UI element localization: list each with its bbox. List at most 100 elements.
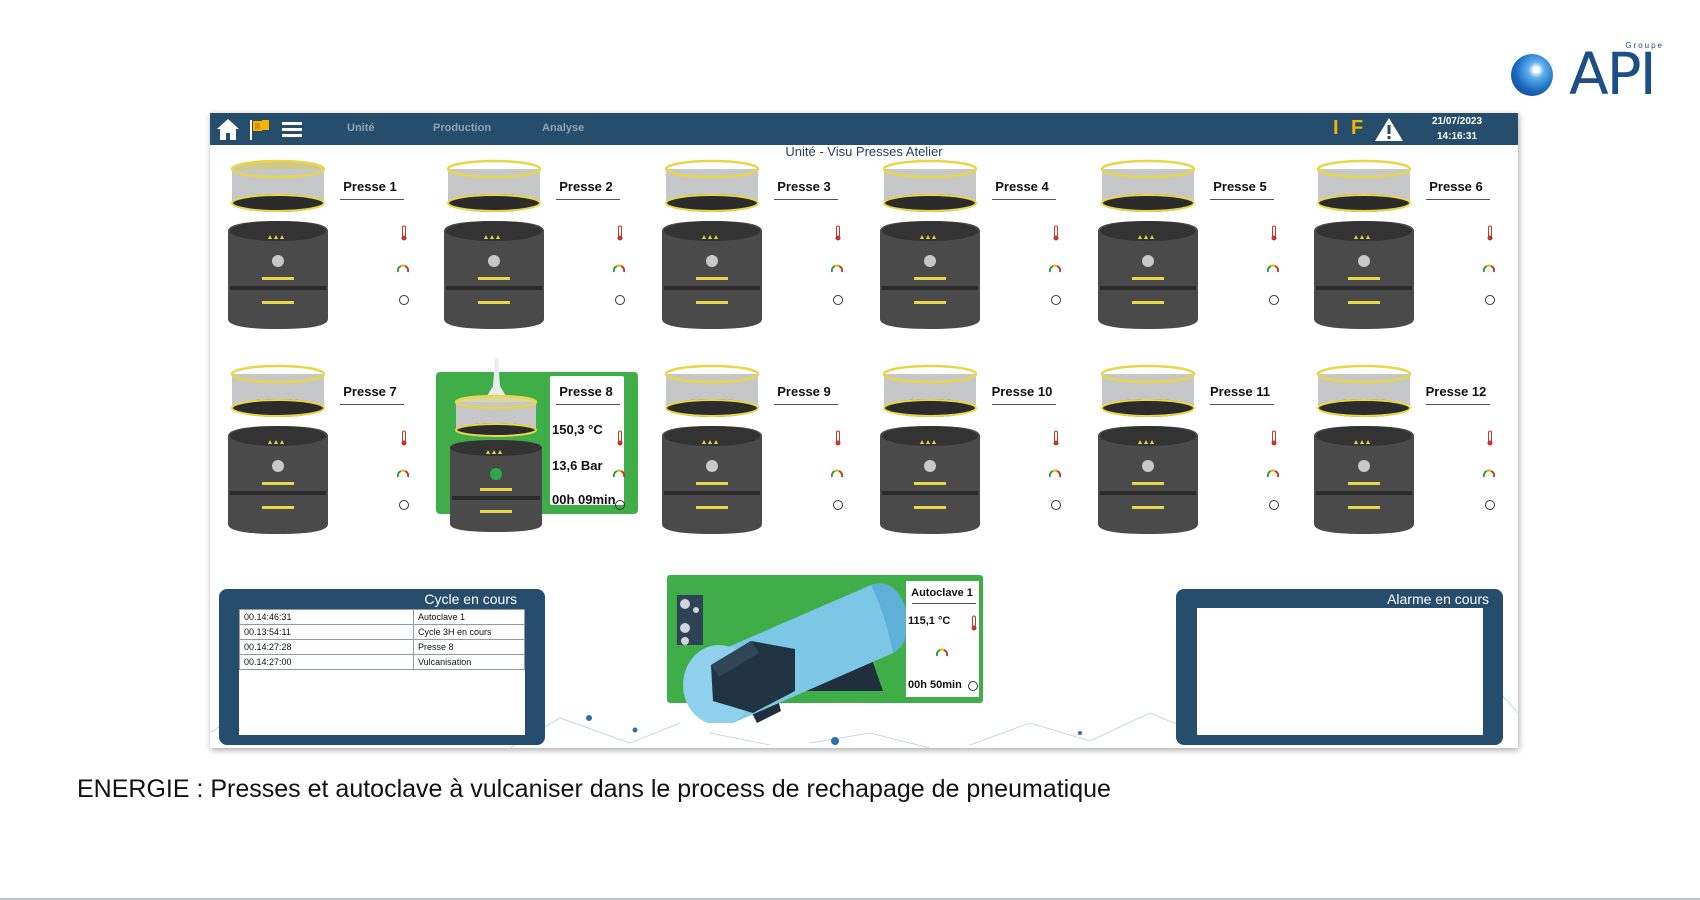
alarm-panel-title: Alarme en cours (1387, 591, 1489, 607)
press-info-panel: Presse 6 (1420, 171, 1495, 305)
press-tile-8[interactable]: Presse 8 150,3 °C 13,6 Bar 00h 09min (426, 356, 638, 546)
press-name: Presse 12 (1425, 384, 1487, 399)
press-machine-icon (1098, 159, 1198, 329)
press-info-panel: Presse 5 (1204, 171, 1279, 305)
gauge-icon (613, 264, 625, 273)
clock-icon (399, 500, 409, 510)
datetime-display: 21/07/2023 14:16:31 (1418, 114, 1496, 144)
press-tile-6[interactable]: Presse 6 (1296, 151, 1501, 341)
cycle-panel-title: Cycle en cours (424, 591, 517, 607)
press-info-panel: Presse 7 (334, 376, 409, 510)
hmi-topbar: Unité Production Analyse I F 21/07/2023 … (210, 113, 1518, 145)
press-name: Presse 6 (1429, 179, 1483, 194)
warning-icon[interactable] (1373, 116, 1405, 142)
press-machine-icon (662, 159, 762, 329)
cycle-label: Autoclave 1 (413, 609, 525, 625)
indicator-f[interactable]: F (1351, 117, 1364, 139)
cycle-label: Presse 8 (413, 639, 525, 655)
thermometer-icon (971, 615, 977, 631)
press-info-panel: Presse 4 (986, 171, 1061, 305)
press-tile-3[interactable]: Presse 3 (644, 151, 849, 341)
thermometer-icon (617, 430, 623, 446)
press-name: Presse 2 (559, 179, 613, 194)
thermometer-icon (1487, 225, 1493, 241)
gauge-icon (1267, 264, 1279, 273)
press-name: Presse 5 (1213, 179, 1267, 194)
indicator-i[interactable]: I (1333, 117, 1339, 139)
clock-icon (833, 295, 843, 305)
alarm-panel: Alarme en cours (1176, 589, 1503, 745)
cycle-time: 00.14:27:00 (239, 654, 414, 670)
autoclave-tile[interactable]: Autoclave 1 115,1 °C 00h 50min (667, 573, 992, 723)
autoclave-tank-icon (677, 583, 908, 723)
press-tile-1[interactable]: Presse 1 (210, 151, 415, 341)
table-row[interactable]: 00.14:27:28 Presse 8 (239, 639, 525, 655)
table-row[interactable]: 00.13:54:11 Cycle 3H en cours (239, 624, 525, 640)
table-row[interactable]: 00.14:46:31 Autoclave 1 (239, 609, 525, 625)
press-info-panel: Presse 10 (986, 376, 1061, 510)
clock-icon (833, 500, 843, 510)
press-name: Presse 4 (995, 179, 1049, 194)
thermometer-icon (617, 225, 623, 241)
clock-icon (1485, 295, 1495, 305)
press-tile-9[interactable]: Presse 9 (644, 356, 849, 546)
clock-icon (615, 500, 625, 510)
press-pressure: 13,6 Bar (552, 458, 603, 473)
logo-sphere-icon (1511, 54, 1553, 96)
press-info-panel: Presse 8 150,3 °C 13,6 Bar 00h 09min (550, 376, 625, 510)
menu-icon[interactable] (278, 116, 306, 142)
press-tile-12[interactable]: Presse 12 (1296, 356, 1501, 546)
thermometer-icon (1271, 430, 1277, 446)
cycle-table: 00.14:46:31 Autoclave 1 00.13:54:11 Cycl… (239, 609, 525, 670)
gauge-icon (1483, 469, 1495, 478)
press-name: Presse 11 (1209, 384, 1270, 399)
thermometer-icon (1053, 430, 1059, 446)
clock-icon (1051, 500, 1061, 510)
table-row[interactable]: 00.14:27:00 Vulcanisation (239, 654, 525, 670)
cycle-time: 00.13:54:11 (239, 624, 414, 640)
press-tile-7[interactable]: Presse 7 (210, 356, 415, 546)
press-tile-5[interactable]: Presse 5 (1080, 151, 1285, 341)
press-machine-icon (1314, 364, 1414, 534)
autoclave-info-panel: Autoclave 1 115,1 °C 00h 50min (906, 581, 979, 697)
nav-production[interactable]: Production (433, 122, 492, 134)
home-icon[interactable] (214, 116, 242, 142)
clock-icon (1485, 500, 1495, 510)
cycle-time: 00.14:27:28 (239, 639, 414, 655)
gauge-icon (397, 469, 409, 478)
nav-analyse[interactable]: Analyse (542, 122, 585, 134)
gauge-icon (831, 264, 843, 273)
press-time: 00h 09min (552, 492, 616, 507)
press-tile-2[interactable]: Presse 2 (426, 151, 631, 341)
thermometer-icon (401, 430, 407, 446)
flag-icon[interactable] (246, 116, 274, 142)
clock-icon (615, 295, 625, 305)
logo-groupe-text: Groupe (1625, 41, 1664, 50)
gauge-icon (831, 469, 843, 478)
press-tile-11[interactable]: Presse 11 (1080, 356, 1285, 546)
cycle-panel: Cycle en cours 00.14:46:31 Autoclave 1 0… (219, 589, 545, 745)
logo-text: API (1569, 40, 1657, 108)
gauge-icon (1049, 264, 1061, 273)
press-info-panel: Presse 11 (1204, 376, 1279, 510)
press-temperature: 150,3 °C (552, 422, 603, 437)
press-info-panel: Presse 2 (550, 171, 625, 305)
autoclave-time: 00h 50min (908, 679, 962, 691)
press-info-panel: Presse 9 (768, 376, 843, 510)
press-tile-4[interactable]: Presse 4 (862, 151, 1067, 341)
clock-icon (399, 295, 409, 305)
thermometer-icon (1053, 225, 1059, 241)
thermometer-icon (1271, 225, 1277, 241)
press-machine-icon (1098, 364, 1198, 534)
clock-icon (1051, 295, 1061, 305)
press-tile-10[interactable]: Presse 10 (862, 356, 1067, 546)
nav-unite[interactable]: Unité (347, 122, 375, 134)
press-machine-icon (444, 159, 544, 329)
clock-icon (968, 681, 978, 691)
press-machine-icon (880, 364, 980, 534)
thermometer-icon (1487, 430, 1493, 446)
thermometer-icon (835, 225, 841, 241)
date-label: 21/07/2023 (1431, 116, 1483, 127)
clock-icon (1269, 295, 1279, 305)
